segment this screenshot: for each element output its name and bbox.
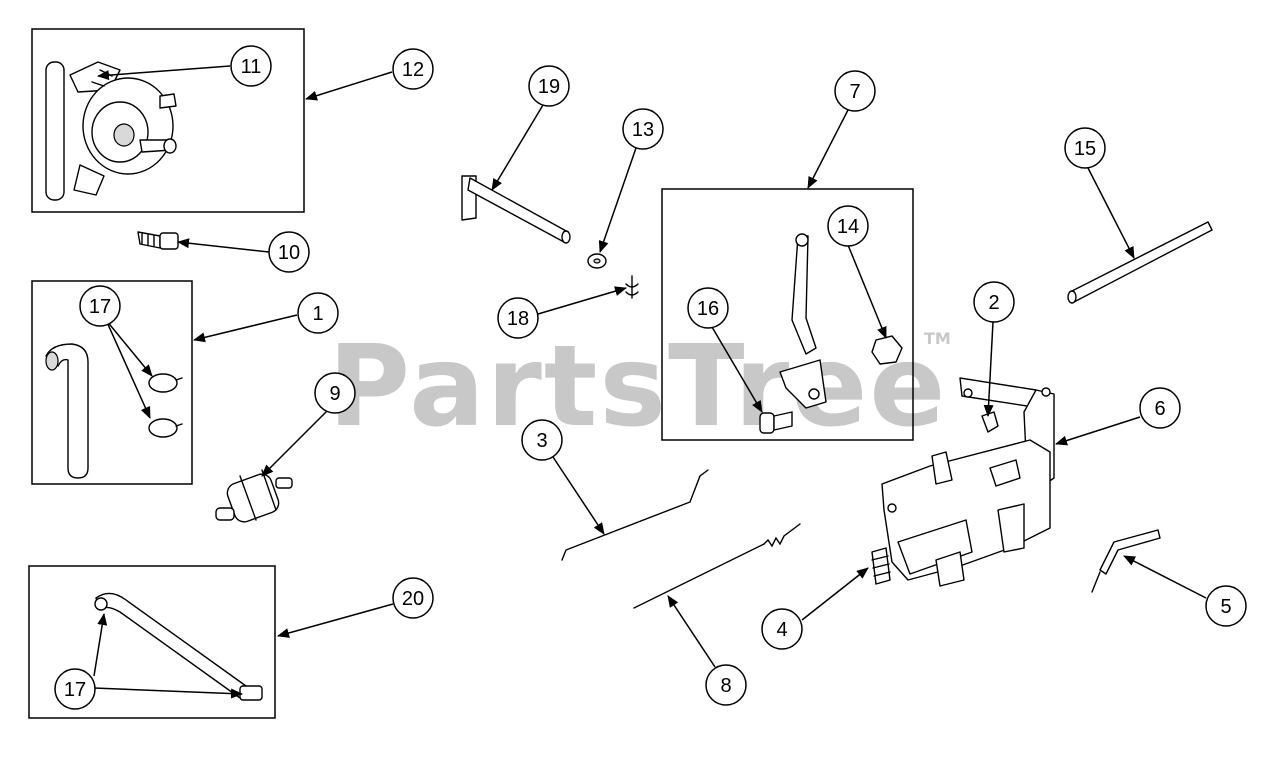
callout-16: 16 <box>687 287 729 329</box>
callout-label: 2 <box>988 292 999 314</box>
callout-label: 6 <box>1154 398 1165 420</box>
callout-label: 7 <box>849 81 860 103</box>
callout-label: 11 <box>241 56 262 78</box>
watermark-tm: TM <box>924 329 951 348</box>
callout-2: 2 <box>973 281 1015 323</box>
callout-15: 15 <box>1064 127 1106 169</box>
hose-20-drawing <box>94 592 263 701</box>
callout-label: 19 <box>538 76 560 98</box>
screw-2-drawing <box>981 411 999 433</box>
callout-label: 16 <box>697 298 719 320</box>
callout-label: 12 <box>402 59 424 81</box>
callout-label: 1 <box>312 303 323 325</box>
leader-lines <box>93 65 1207 699</box>
callout-label: 20 <box>402 588 424 610</box>
hose-1-drawing <box>45 343 183 479</box>
callout-label: 10 <box>278 242 300 264</box>
callout-6: 6 <box>1139 387 1181 429</box>
rod-15-drawing <box>1067 221 1213 304</box>
nut-14-drawing <box>871 335 903 365</box>
callout-label: 15 <box>1074 138 1096 160</box>
callout-label: 5 <box>1220 596 1231 618</box>
callout-4: 4 <box>761 608 803 650</box>
callout-19: 19 <box>528 65 570 107</box>
callout-17-box20: 17 <box>54 668 96 710</box>
callout-label: 13 <box>632 119 654 141</box>
callout-label: 18 <box>507 308 529 330</box>
group-box-7 <box>661 188 914 441</box>
fuel-pump-drawing <box>45 61 177 201</box>
group-box-12 <box>31 28 305 213</box>
callout-20: 20 <box>392 577 434 619</box>
shaft-19-drawing <box>461 175 571 244</box>
spring-4-drawing <box>871 547 891 585</box>
screw-16-drawing <box>759 411 793 434</box>
pin-18-drawing <box>625 275 639 299</box>
callout-label: 4 <box>776 619 787 641</box>
callout-12: 12 <box>392 48 434 90</box>
watermark-text: PartsTree <box>328 322 947 452</box>
callout-label: 9 <box>329 383 340 405</box>
lever-7-drawing <box>779 233 827 409</box>
callout-5: 5 <box>1205 585 1247 627</box>
callout-18: 18 <box>497 297 539 339</box>
callout-13: 13 <box>622 108 664 150</box>
callout-9: 9 <box>314 372 356 414</box>
callout-3: 3 <box>521 419 563 461</box>
group-box-20 <box>28 565 276 719</box>
callout-1: 1 <box>297 292 339 334</box>
callout-label: 17 <box>64 679 86 701</box>
callout-7: 7 <box>834 70 876 112</box>
callout-17-box1: 17 <box>79 285 121 327</box>
callout-label: 17 <box>89 296 111 318</box>
link-5-drawing <box>1091 529 1161 593</box>
callout-8: 8 <box>705 664 747 706</box>
callout-label: 3 <box>536 430 547 452</box>
fitting-10-drawing <box>137 231 179 250</box>
callout-14: 14 <box>827 205 869 247</box>
callout-11: 11 <box>230 45 272 87</box>
spring-link-8-drawing <box>633 523 801 609</box>
fuel-filter-drawing <box>215 469 293 523</box>
group-box-1 <box>31 280 193 485</box>
link-3-drawing <box>561 469 709 561</box>
callout-label: 8 <box>720 675 731 697</box>
callout-10: 10 <box>268 231 310 273</box>
callout-label: 14 <box>837 216 859 238</box>
bracket-6-drawing <box>881 377 1055 587</box>
